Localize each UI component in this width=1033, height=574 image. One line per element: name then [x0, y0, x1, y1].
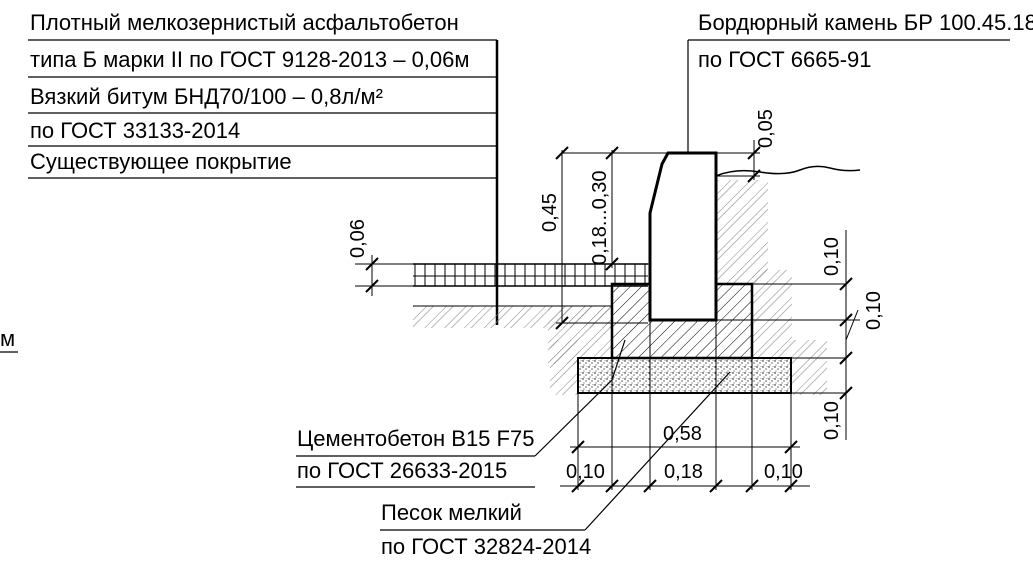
soil-hatching: [413, 180, 827, 395]
dim-0-10-top: 0,10: [821, 237, 843, 276]
concrete-label-line1: Цементобетон B15 F75: [297, 426, 534, 451]
asphalt-label-line1: Плотный мелкозернистый асфальтобетон: [30, 10, 459, 35]
curb-label-line2: по ГОСТ 6665-91: [698, 47, 872, 72]
grass-surface: [715, 165, 861, 177]
dimension-lines: [355, 140, 860, 490]
left-edge-text: м: [0, 326, 15, 351]
dim-0-18: 0,18: [664, 461, 703, 483]
sand-leader: Песок мелкий по ГОСТ 32824-2014: [380, 371, 731, 559]
dim-0-45: 0,45: [539, 193, 561, 232]
existing-cover-label: Существующее покрытие: [28, 149, 497, 179]
curb-label-line1: Бордюрный камень БР 100.45.18: [698, 10, 1033, 35]
asphalt-layer: [413, 263, 648, 307]
bitumen-label: Вязкий битум БНД70/100 – 0,8л/м² по ГОСТ…: [28, 84, 497, 147]
bitumen-label-line2: по ГОСТ 33133-2014: [30, 118, 240, 143]
existing-cover-text: Существующее покрытие: [30, 149, 292, 174]
bitumen-label-line1: Вязкий битум БНД70/100 – 0,8л/м²: [30, 84, 383, 109]
dim-0-18-0-30: 0,18...0,30: [589, 170, 611, 265]
dim-0-10-left: 0,10: [566, 461, 605, 483]
sand-label-line1: Песок мелкий: [381, 500, 522, 525]
dim-0-06: 0,06: [347, 219, 369, 258]
curb-stone: [648, 151, 718, 322]
dim-0-58: 0,58: [663, 423, 702, 445]
dim-0-10-right: 0,10: [764, 461, 803, 483]
dim-0-10-mid: 0,10: [863, 291, 885, 330]
curb-label: Бордюрный камень БР 100.45.18 по ГОСТ 66…: [686, 10, 1033, 207]
dim-0-05: 0,05: [755, 109, 777, 148]
sand-base: [577, 357, 792, 394]
dim-0-10-bottom: 0,10: [821, 401, 843, 440]
left-edge-fragment: м: [0, 326, 18, 353]
concrete-leader: Цементобетон B15 F75 по ГОСТ 26633-2015: [296, 339, 626, 488]
dimension-ticks: [365, 146, 853, 493]
asphalt-label: Плотный мелкозернистый асфальтобетон тип…: [28, 10, 497, 78]
asphalt-label-line2: типа Б марки II по ГОСТ 9128-2013 – 0,06…: [30, 47, 470, 72]
sand-label-line2: по ГОСТ 32824-2014: [381, 534, 591, 559]
concrete-label-line2: по ГОСТ 26633-2015: [297, 458, 507, 483]
